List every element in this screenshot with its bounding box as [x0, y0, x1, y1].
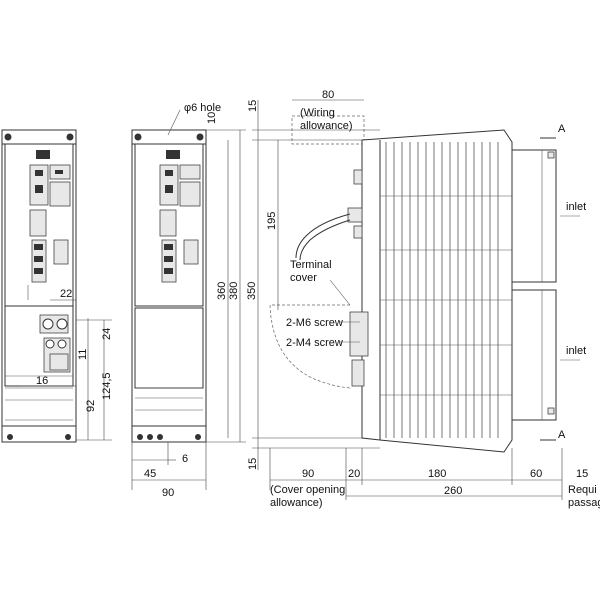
dim-22: 22: [60, 288, 72, 300]
label-passage: passag: [568, 497, 600, 509]
label-wiring: (Wiring: [300, 107, 335, 119]
dim-45: 45: [144, 468, 156, 480]
label-hole: φ6 hole: [184, 102, 221, 114]
front-view-open: [1, 129, 77, 443]
label-m4-screw: 2-M4 screw: [286, 337, 343, 349]
label-inlet-bottom: inlet: [566, 345, 586, 357]
labels: φ6 hole (Wiring allowance) Terminal cove…: [36, 89, 600, 509]
dim-20: 20: [348, 468, 360, 480]
dim-260: 260: [444, 485, 462, 497]
dim-195: 195: [266, 212, 278, 230]
label-cover: cover: [290, 272, 317, 284]
dim-350: 350: [246, 282, 258, 300]
heatsink-fins: [380, 142, 512, 438]
label-wiring-allowance: allowance): [300, 120, 353, 132]
label-cover-allowance: allowance): [270, 497, 323, 509]
dim-15-top: 15: [247, 100, 259, 112]
side-view: [269, 115, 580, 453]
dim-92: 92: [85, 400, 97, 412]
label-required: Requi: [568, 484, 597, 496]
dim-380: 380: [228, 282, 240, 300]
dim-6: 6: [182, 453, 188, 465]
label-section-top: A: [558, 123, 566, 135]
front-view-closed: [131, 109, 207, 443]
dim-90-front: 90: [162, 487, 174, 499]
label-inlet-top: inlet: [566, 201, 586, 213]
dim-124-5: 124,5: [101, 372, 113, 400]
label-section-bottom: A: [558, 429, 566, 441]
dim-180: 180: [428, 468, 446, 480]
dim-10: 10: [206, 112, 218, 124]
label-m6-screw: 2-M6 screw: [286, 317, 343, 329]
dim-24: 24: [101, 328, 113, 340]
dim-11: 11: [77, 349, 89, 360]
dim-360: 360: [216, 282, 228, 300]
dim-90-side: 90: [302, 468, 314, 480]
dimension-lines: [20, 99, 563, 500]
label-cover-opening: (Cover opening: [270, 484, 345, 496]
dim-16: 16: [36, 375, 48, 387]
dim-60: 60: [530, 468, 542, 480]
dim-15-bottom: 15: [247, 458, 259, 470]
label-terminal: Terminal: [290, 259, 332, 271]
dim-15-right: 15: [576, 468, 588, 480]
dim-80: 80: [322, 89, 334, 101]
